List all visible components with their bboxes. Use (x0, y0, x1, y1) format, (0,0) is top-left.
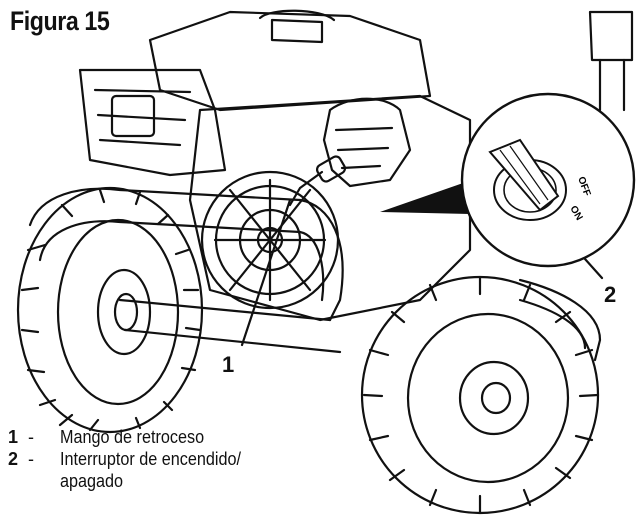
engine-block (78, 68, 227, 177)
callout-1-number: 1 (222, 352, 235, 377)
legend-number: 1 (8, 427, 19, 447)
legend-text-continuation: apagado (60, 471, 124, 491)
hand (322, 97, 412, 188)
legend-item: 1 - Mango de retroceso (8, 426, 261, 448)
legend-text: Interruptor de encendido/ (60, 449, 242, 469)
callout-1-leader (240, 198, 292, 347)
legend-separator: - (28, 427, 34, 447)
legend-text: Mango de retroceso (60, 427, 205, 447)
figure-title: Figura 15 (10, 6, 110, 36)
on-off-switch-icon: OFF ON (460, 92, 636, 268)
inset-pointer (380, 182, 470, 214)
fuel-tank (148, 10, 432, 112)
callout-2-number: 2 (604, 282, 617, 307)
left-wheel (16, 186, 204, 434)
legend-item: 2 - Interruptor de encendido/ (8, 448, 261, 470)
legend: 1 - Mango de retroceso 2 - Interruptor d… (8, 426, 261, 492)
legend-continuation: apagado (8, 470, 261, 492)
legend-separator: - (28, 449, 34, 469)
frame-tube (28, 187, 302, 262)
legend-number: 2 (8, 449, 19, 469)
right-wheel (360, 275, 600, 515)
